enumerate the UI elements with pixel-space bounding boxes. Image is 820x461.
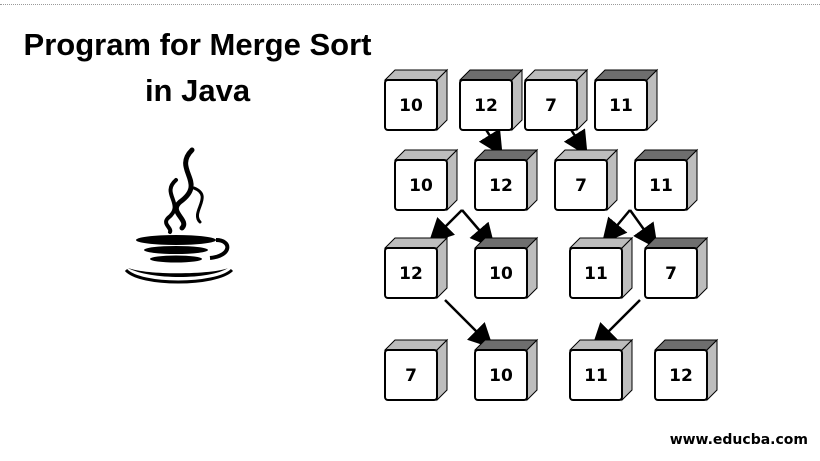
box-value: 10 xyxy=(399,96,423,116)
java-coffee-cup-icon xyxy=(124,147,234,284)
box-value: 11 xyxy=(584,366,608,386)
number-box: 11 xyxy=(568,236,634,300)
box-value: 7 xyxy=(545,96,557,116)
number-box: 12 xyxy=(458,68,524,132)
box-value: 11 xyxy=(584,264,608,284)
number-box: 11 xyxy=(593,68,659,132)
box-value: 7 xyxy=(665,264,677,284)
merge-arrow xyxy=(601,209,631,244)
number-box: 7 xyxy=(523,68,589,132)
number-box: 12 xyxy=(383,236,449,300)
number-box: 10 xyxy=(473,338,539,402)
number-box: 10 xyxy=(383,68,449,132)
box-value: 10 xyxy=(489,366,513,386)
box-value: 11 xyxy=(649,176,673,196)
box-value: 7 xyxy=(575,176,587,196)
number-box: 7 xyxy=(553,148,619,212)
merge-arrow xyxy=(591,299,641,349)
number-box: 7 xyxy=(383,338,449,402)
merge-arrow xyxy=(428,209,463,244)
number-box: 12 xyxy=(473,148,539,212)
arrow-group xyxy=(428,119,658,349)
number-box: 7 xyxy=(643,236,709,300)
merge-arrow xyxy=(628,209,658,250)
website-url: www.educba.com xyxy=(669,432,808,448)
box-value: 10 xyxy=(489,264,513,284)
number-box: 12 xyxy=(653,338,719,402)
title-line-1: Program for Merge Sort xyxy=(23,27,372,62)
box-value: 12 xyxy=(669,366,693,386)
number-box: 11 xyxy=(633,148,699,212)
box-value: 12 xyxy=(474,96,498,116)
box-group: 10 12 7 11 10 12 7 11 12 10 11 7 7 10 11 12 xyxy=(383,68,719,402)
page-title: Program for Merge Sort in Java xyxy=(0,22,395,114)
box-value: 11 xyxy=(609,96,633,116)
box-value: 10 xyxy=(409,176,433,196)
box-value: 7 xyxy=(405,366,417,386)
merge-arrow xyxy=(444,299,494,349)
title-line-2: in Java xyxy=(144,73,251,108)
top-divider xyxy=(0,4,820,5)
box-value: 12 xyxy=(399,264,423,284)
number-box: 10 xyxy=(393,148,459,212)
number-box: 11 xyxy=(568,338,634,402)
box-value: 12 xyxy=(489,176,513,196)
merge-sort-diagram: 10 12 7 11 10 12 7 11 12 10 11 7 7 10 11 12 xyxy=(383,68,719,402)
number-box: 10 xyxy=(473,236,539,300)
